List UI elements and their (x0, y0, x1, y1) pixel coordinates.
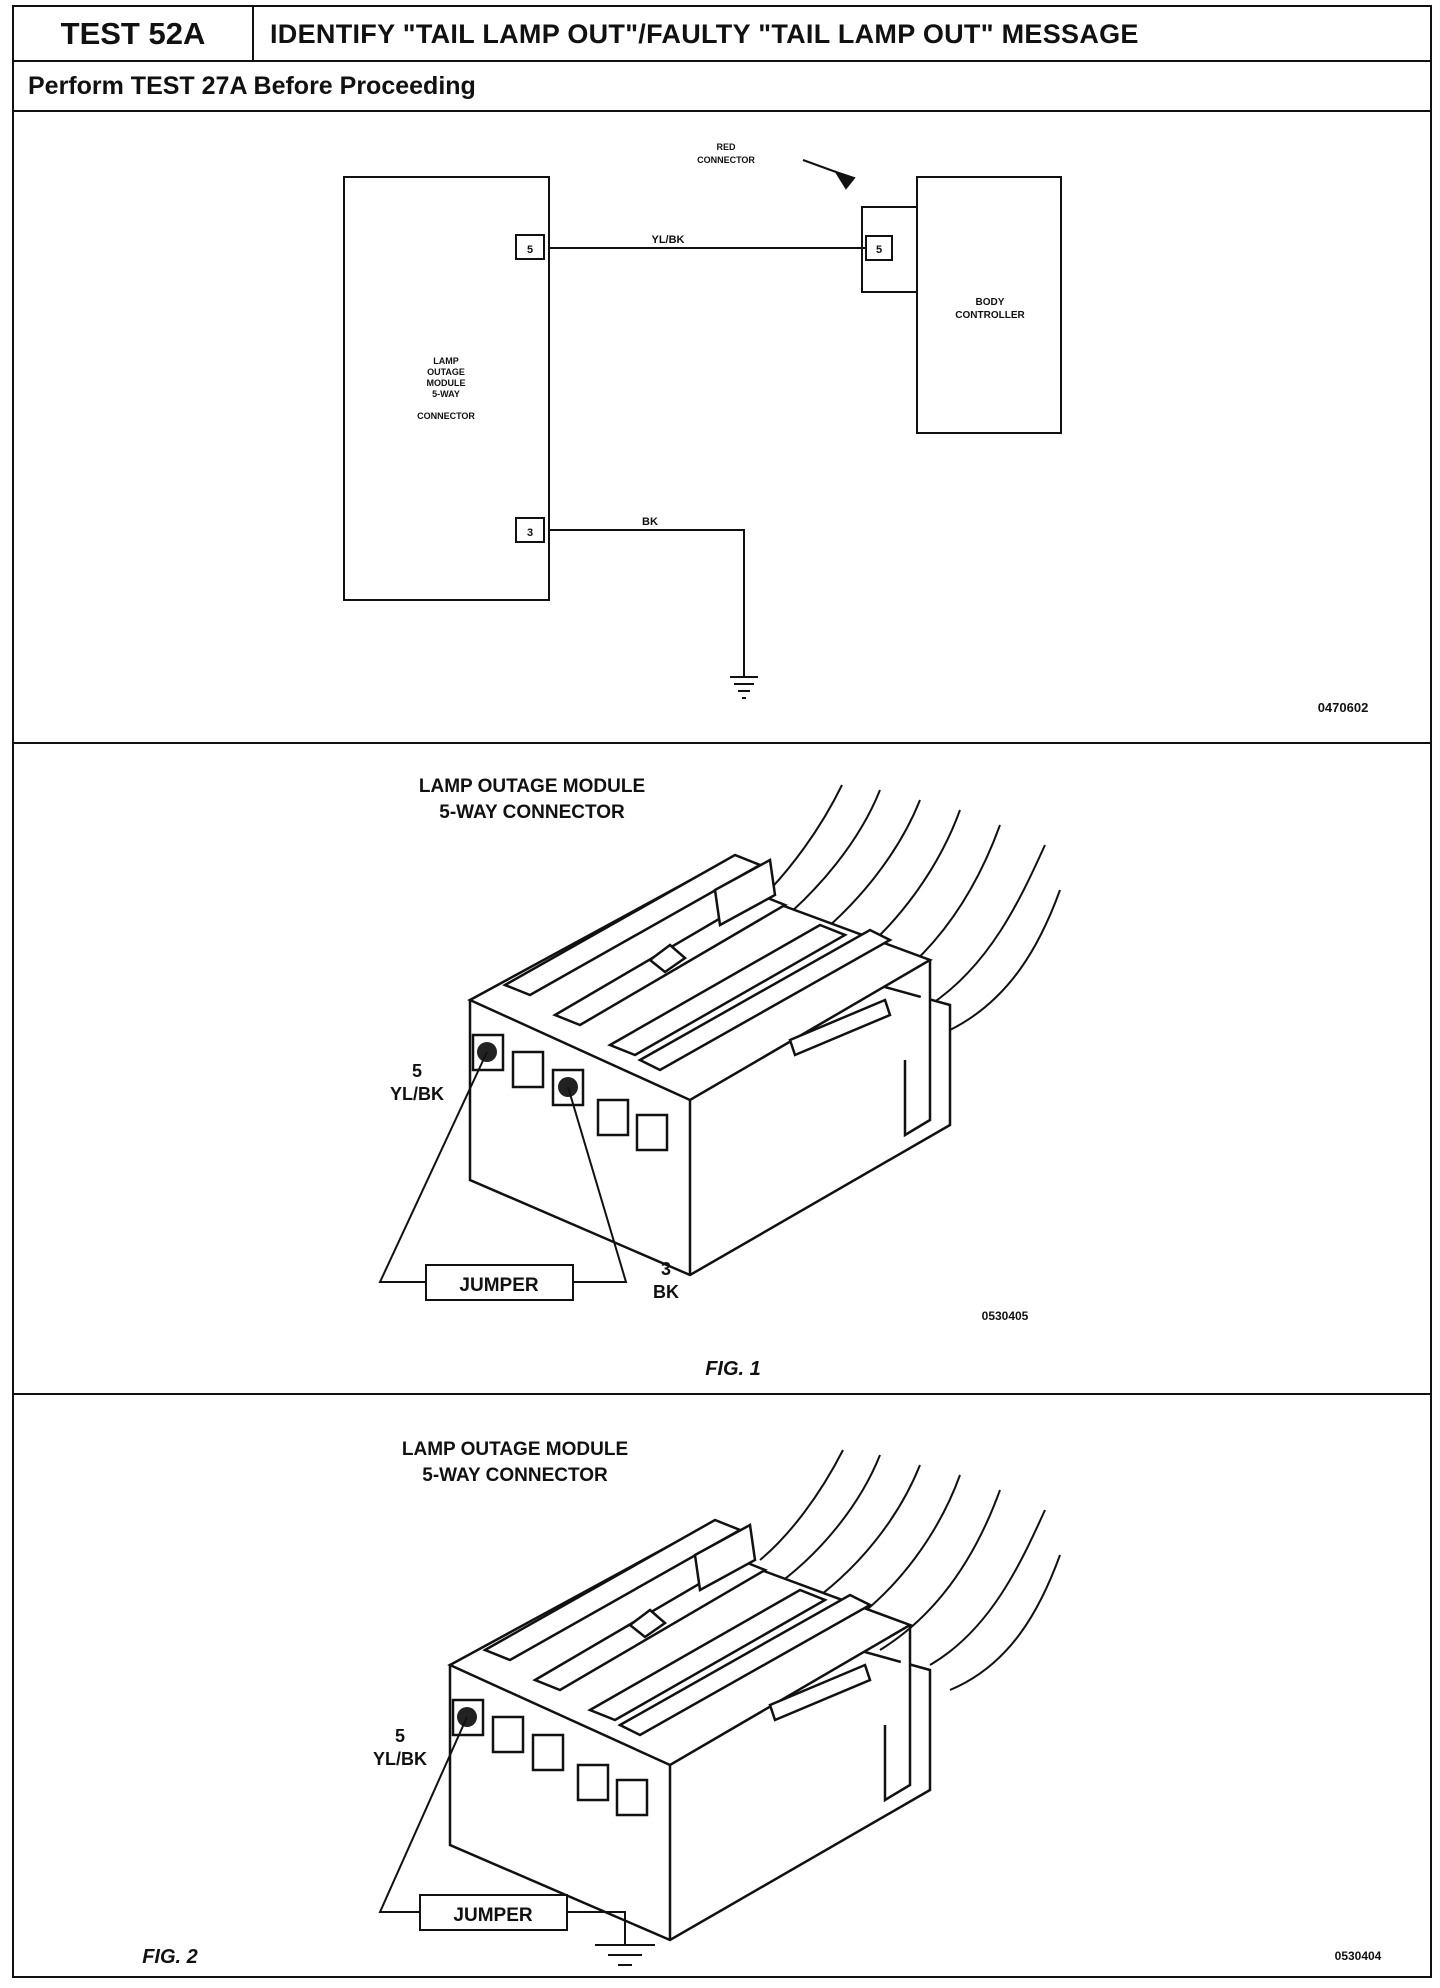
fig1-title-line1: LAMP OUTAGE MODULE (419, 776, 645, 797)
test-frame: TEST 52A IDENTIFY "TAIL LAMP OUT"/FAULTY… (12, 5, 1432, 1978)
fig1-pin5-num: 5 (412, 1061, 422, 1081)
module-label-3: MODULE (427, 378, 466, 388)
fig1-jumper-box (425, 1264, 574, 1301)
fig1-jumper-label: JUMPER (459, 1275, 538, 1296)
fig1-illustration: LAMP OUTAGE MODULE 5-WAY CONNECTOR (378, 776, 1061, 1380)
section-divider-1 (14, 742, 1430, 744)
body-controller-box (916, 176, 1062, 434)
header-row: TEST 52A IDENTIFY "TAIL LAMP OUT"/FAULTY… (14, 7, 1430, 62)
fig1-connector-body (467, 853, 952, 1277)
module-pin-3 (515, 517, 545, 543)
module-label-1: LAMP (433, 356, 459, 366)
fig2-illustration: LAMP OUTAGE MODULE 5-WAY CONNECTOR (142, 1439, 1381, 1968)
controller-label-1: BODY (976, 297, 1005, 308)
module-label-4: 5-WAY (432, 389, 460, 399)
fig2-title-line2: 5-WAY CONNECTOR (422, 1465, 608, 1486)
fig2-jumper-box (419, 1894, 568, 1931)
fig2-connector-body (447, 1518, 932, 1942)
module-pin-top-label: 5 (527, 244, 533, 256)
schematic-labels: 5 3 5 YL/BK BK LAMP OUTAGE MODULE 5-WAY … (417, 142, 1368, 715)
fig1-caption: FIG. 1 (705, 1358, 761, 1380)
fig2-pin5-num: 5 (395, 1726, 405, 1746)
red-connector-label-1: RED (716, 142, 736, 152)
test-id: TEST 52A (14, 7, 254, 60)
wire-top-label: YL/BK (652, 234, 685, 246)
fig1-code: 0530405 (982, 1309, 1029, 1323)
fig1-pin3-color: BK (653, 1282, 679, 1302)
module-label-5: CONNECTOR (417, 411, 475, 421)
fig1-pin3-num: 3 (661, 1259, 671, 1279)
module-label-2: OUTAGE (427, 367, 465, 377)
controller-label-2: CONTROLLER (955, 310, 1025, 321)
ground-symbol (730, 676, 758, 699)
fig2-ground-symbol (595, 1944, 655, 1966)
lamp-outage-module-box (343, 176, 550, 601)
wire-bk (549, 529, 745, 677)
schematic-figure-code: 0470602 (1318, 700, 1369, 715)
fig1-pin5-color: YL/BK (390, 1084, 444, 1104)
red-connector-label-2: CONNECTOR (697, 155, 755, 165)
fig1-title-line2: 5-WAY CONNECTOR (439, 802, 625, 823)
fig2-title-line1: LAMP OUTAGE MODULE (402, 1439, 628, 1460)
test-title: IDENTIFY "TAIL LAMP OUT"/FAULTY "TAIL LA… (270, 19, 1139, 49)
fig2-pin5-color: YL/BK (373, 1749, 427, 1769)
red-connector-arrow (802, 159, 837, 173)
wire-bottom-label: BK (642, 516, 658, 528)
fig2-jumper-label: JUMPER (453, 1905, 532, 1926)
arrow-head (833, 170, 856, 190)
fig2-jumper-wires (378, 1716, 626, 1945)
prerequisite-text: Perform TEST 27A Before Proceeding (28, 72, 476, 100)
controller-pin-label: 5 (876, 244, 882, 256)
prerequisite-row: Perform TEST 27A Before Proceeding (14, 62, 1430, 112)
module-pin-bottom-label: 3 (527, 527, 533, 539)
fig2-caption: FIG. 2 (142, 1946, 198, 1968)
wiring-schematic (343, 159, 1062, 699)
fig2-code: 0530404 (1335, 1949, 1382, 1963)
section-divider-2 (14, 1393, 1430, 1395)
fig1-jumper-wires (378, 1051, 628, 1283)
module-pin-5 (515, 234, 545, 260)
